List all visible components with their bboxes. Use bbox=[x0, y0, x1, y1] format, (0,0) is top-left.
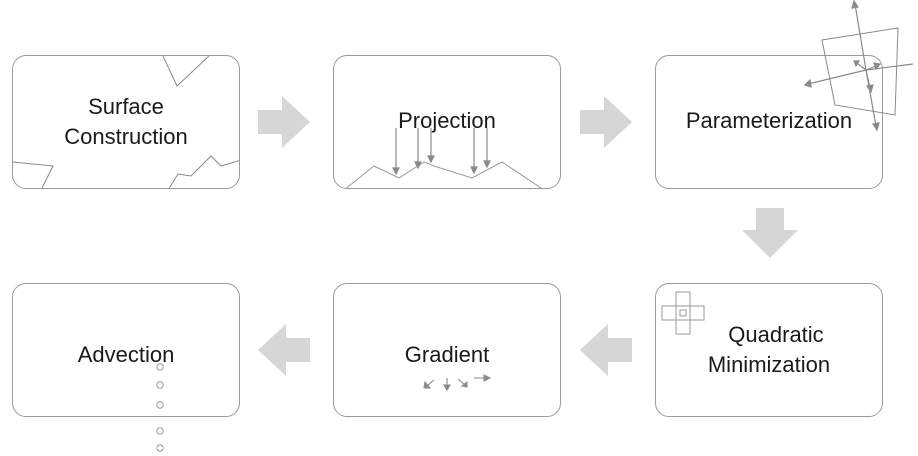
gradient-box: Gradient bbox=[333, 283, 561, 417]
projection-box: Projection bbox=[333, 55, 561, 189]
surface-construction-label-line2: Construction bbox=[64, 124, 188, 149]
surface-construction-box: Surface Construction bbox=[12, 55, 240, 189]
advection-label: Advection bbox=[77, 342, 175, 367]
left-arrow-icon bbox=[580, 324, 632, 376]
projection-label: Projection bbox=[398, 108, 496, 133]
quadratic-minimization-label-line1: Quadratic bbox=[728, 322, 824, 347]
parameterization-label: Parameterization bbox=[685, 108, 853, 133]
down-arrow-icon bbox=[742, 208, 798, 258]
surface-construction-label-line1: Surface bbox=[88, 94, 164, 119]
left-arrow-icon bbox=[258, 324, 310, 376]
parameterization-box: Parameterization bbox=[655, 55, 883, 189]
quadratic-minimization-label-line2: Minimization bbox=[707, 352, 831, 377]
gradient-arrows-icon bbox=[423, 374, 492, 392]
gradient-label: Gradient bbox=[404, 342, 490, 367]
right-arrow-icon bbox=[580, 96, 632, 148]
surface-fragments-icon bbox=[13, 56, 239, 188]
right-arrow-icon bbox=[258, 96, 310, 148]
stencil-cross-icon bbox=[661, 291, 705, 335]
projection-arrows-icon bbox=[345, 128, 542, 188]
quadratic-minimization-box: Quadratic Minimization bbox=[655, 283, 883, 417]
advection-box: Advection bbox=[12, 283, 240, 417]
